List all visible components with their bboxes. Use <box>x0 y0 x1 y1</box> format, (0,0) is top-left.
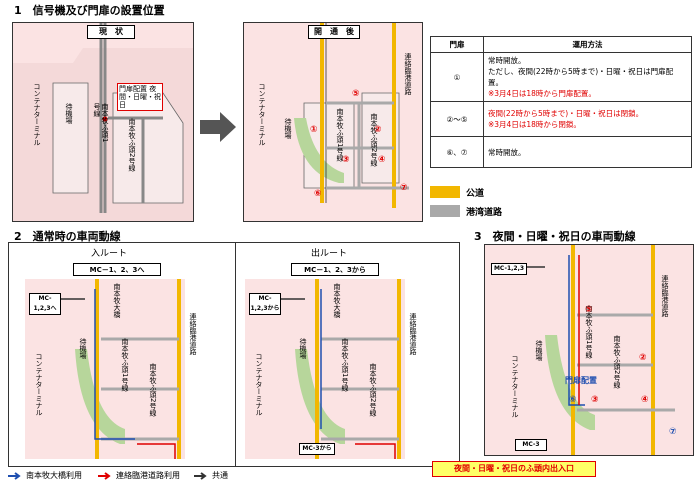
night-mc123-label: MC-1,2,3 <box>491 263 527 275</box>
gate-6: ⑥ <box>314 189 322 199</box>
night-entrance-banner: 夜間・日曜・祝日のふ頭内出入口 <box>432 461 596 477</box>
gate-operation-table: 門扉 運用方法 ① 常時開放。 ただし、夜間(22時から5時まで)・日曜・祝日は… <box>430 36 692 168</box>
table-row: ⑥、⑦ 常時開放。 <box>430 136 692 168</box>
after-map-svg <box>244 23 422 221</box>
legend-public-road-label: 公道 <box>466 189 485 199</box>
night-gate-4: ④ <box>641 395 649 405</box>
current-gate-note: 門扉配置 夜間・日曜・祝日 <box>117 83 163 111</box>
after-map-panel: 開 通 後 コンテナターミナル 待機場 南本牧ふ頭1号線 南本牧ふ頭2号線 連絡… <box>243 22 423 222</box>
table-cell-note: 夜間(22時から5時まで)・日曜・祝日は閉鎖。 <box>488 109 644 118</box>
table-cell-note: ※3月4日は18時から門扉配置。 <box>488 89 596 98</box>
night-route-map <box>485 245 693 455</box>
current-waiting-label: 待機場 <box>65 103 73 124</box>
current-container-label: コンテナターミナル <box>33 83 41 146</box>
section3-title: 3 夜間・日曜・祝日の車両動線 <box>474 230 636 243</box>
in-bridge-label: 南本牧大橋 <box>113 283 121 318</box>
table-cell-note: ※3月4日は18時から閉鎖。 <box>488 120 581 129</box>
current-label: 現 状 <box>87 25 135 39</box>
after-south2-label: 南本牧ふ頭2号線 <box>370 113 378 167</box>
in-south2-label: 南本牧ふ頭2号線 <box>149 363 157 417</box>
current-south2-label: 南本牧ふ頭2号線 <box>128 118 136 172</box>
legend-common-arrow <box>194 472 207 480</box>
current-south1-label: 南本牧ふ頭1号線 <box>93 103 109 143</box>
table-cell-gate: ① <box>430 52 484 102</box>
in-port-road-label: 連絡臨港道路 <box>189 313 197 355</box>
section2-divider <box>235 243 236 467</box>
legend-public-road-swatch <box>430 186 460 198</box>
section2-panel: 入ルート 出ルート MC－1、2、3へ MC－1、2、3から MC-1,2,3へ… <box>8 242 460 467</box>
table-cell-gate: ⑥、⑦ <box>430 136 484 168</box>
out-bridge-label: 南本牧大橋 <box>333 283 341 318</box>
in-route-label: 入ルート <box>91 249 128 259</box>
table-cell-gate: ②～⑤ <box>430 101 484 137</box>
after-waiting-label: 待機場 <box>284 118 292 139</box>
after-south1-label: 南本牧ふ頭1号線 <box>336 108 344 162</box>
table-header-method: 運用方法 <box>483 36 692 53</box>
legend-red-arrow <box>98 472 111 480</box>
night-mc3-label: MC-3 <box>515 439 547 451</box>
in-container-label: コンテナターミナル <box>35 353 43 416</box>
table-cell-line: ただし、夜間(22時から5時まで)・日曜・祝日は門扉配置。 <box>488 67 674 87</box>
night-port-road-label: 連絡臨港道路 <box>661 275 669 317</box>
gate-5: ⑤ <box>352 89 360 99</box>
gate-7: ⑦ <box>400 183 408 193</box>
gate-4: ④ <box>378 155 386 165</box>
after-container-label: コンテナターミナル <box>258 83 266 146</box>
out-south2-label: 南本牧ふ頭2号線 <box>369 363 377 417</box>
table-header-gate: 門扉 <box>430 36 484 53</box>
legend-port-road-swatch <box>430 205 460 217</box>
current-map-panel: 現 状 コンテナターミナル 待機場 南本牧ふ頭1号線 南本牧ふ頭2号線 門扉配置… <box>12 22 194 222</box>
section2-title: 2 通常時の車両動線 <box>14 230 121 243</box>
section3-panel: MC-1,2,3 MC-3 コンテナターミナル 待機場 南本牧ふ頭1号線 南本牧… <box>484 244 694 456</box>
table-cell-line: 常時開放。 <box>488 56 526 65</box>
legend-port-road-route-label: 連絡臨港道路利用 <box>116 471 180 480</box>
gate-2: ② <box>374 125 382 135</box>
legend-blue-arrow <box>8 472 21 480</box>
gate-1: ① <box>310 125 318 135</box>
to-mc-label: MC－1、2、3へ <box>73 263 161 276</box>
legend-port-road-label: 港湾道路 <box>466 208 503 218</box>
in-waiting-label: 待機場 <box>79 338 87 359</box>
night-container-label: コンテナターミナル <box>511 355 519 418</box>
night-waiting-label: 待機場 <box>535 340 543 361</box>
night-gate-7: ⑦ <box>669 427 677 437</box>
in-south1-label: 南本牧ふ頭1号線 <box>121 338 129 392</box>
out-route-label: 出ルート <box>311 249 348 259</box>
night-gate-6: ⑥ <box>569 395 577 405</box>
transition-arrow <box>200 112 236 142</box>
from-mc123-label: MC-1,2,3から <box>249 293 281 315</box>
out-south1-label: 南本牧ふ頭1号線 <box>341 338 349 392</box>
after-port-road-label: 連絡臨港道路 <box>404 53 412 95</box>
to-mc123-label: MC-1,2,3へ <box>29 293 61 315</box>
legend-common-label: 共通 <box>212 471 228 480</box>
table-row: ① 常時開放。 ただし、夜間(22時から5時まで)・日曜・祝日は門扉配置。 ※3… <box>430 52 692 102</box>
section1-title: 1 信号機及び門扉の設置位置 <box>14 4 165 17</box>
night-gate-3: ③ <box>591 395 599 405</box>
after-label: 開 通 後 <box>308 25 360 39</box>
mc3-from-label: MC-3から <box>299 443 335 455</box>
table-row: ②～⑤ 夜間(22時から5時まで)・日曜・祝日は閉鎖。 ※3月4日は18時から閉… <box>430 101 692 137</box>
night-gate-label: 門扉配置 <box>565 376 597 385</box>
night-gate-5: ⑤ <box>585 305 593 315</box>
out-container-label: コンテナターミナル <box>255 353 263 416</box>
from-mc-label: MC－1、2、3から <box>291 263 379 276</box>
legend-south-bridge-label: 南本牧大橋利用 <box>26 471 82 480</box>
out-waiting-label: 待機場 <box>299 338 307 359</box>
table-cell-line: 常時開放。 <box>488 147 526 157</box>
out-port-road-label: 連絡臨港道路 <box>409 313 417 355</box>
night-south1-label: 南本牧ふ頭1号線 <box>585 305 593 359</box>
gate-3: ③ <box>342 155 350 165</box>
night-gate-2: ② <box>639 353 647 363</box>
night-south2-label: 南本牧ふ頭2号線 <box>613 335 621 389</box>
